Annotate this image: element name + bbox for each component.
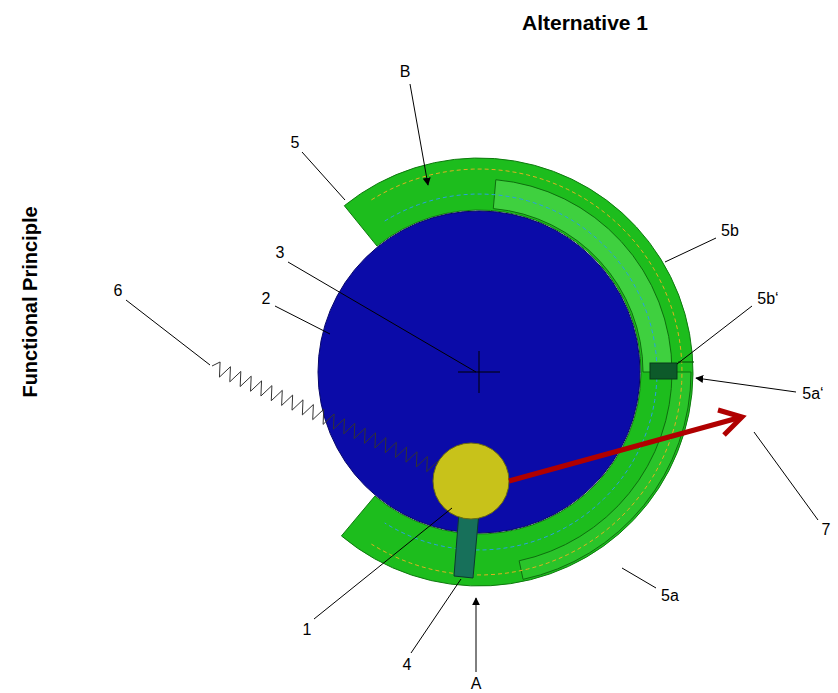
callout-label: 7 [822, 522, 831, 538]
leader-arrow [410, 84, 428, 185]
callout-label: 5a [661, 588, 679, 604]
force-arrow [509, 418, 738, 481]
leader-arrow [696, 378, 796, 392]
leader-arrow [476, 598, 477, 672]
force-arrow-head [718, 410, 742, 435]
callout-label: 5 [291, 135, 300, 151]
callout-label: 1 [303, 622, 312, 638]
callout-label: 5b‘ [757, 291, 778, 307]
callout-label: B [400, 64, 411, 80]
dashed-tracks [371, 169, 682, 575]
leader-line [411, 579, 461, 653]
stop-block [650, 363, 677, 379]
spring [212, 362, 440, 472]
callout-label: 4 [403, 657, 412, 673]
side-heading: Functional Principle [20, 206, 40, 397]
leader-line [288, 262, 476, 372]
leader-line [665, 238, 716, 262]
callout-label: 2 [262, 291, 271, 307]
leader-lines [126, 84, 818, 672]
callout-label: 6 [114, 283, 123, 299]
center-cross [479, 351, 480, 393]
dashed-track [371, 169, 682, 575]
callout-label: 5a‘ [802, 386, 823, 402]
spring-group [212, 362, 440, 472]
ball [433, 443, 509, 519]
callout-label: A [471, 676, 482, 692]
callout-label: 3 [276, 245, 285, 261]
dashed-track [385, 194, 657, 550]
diagram-title: Alternative 1 [522, 12, 648, 33]
leader-line [302, 152, 345, 200]
leader-line [622, 568, 656, 588]
rotor-disc [318, 211, 640, 533]
leader-line [677, 306, 752, 364]
leader-line [314, 508, 452, 619]
pin-stick [454, 512, 479, 578]
leader-line [275, 306, 330, 334]
leader-line [754, 432, 818, 520]
callout-label: 5b [721, 223, 739, 239]
leader-line [126, 300, 210, 365]
